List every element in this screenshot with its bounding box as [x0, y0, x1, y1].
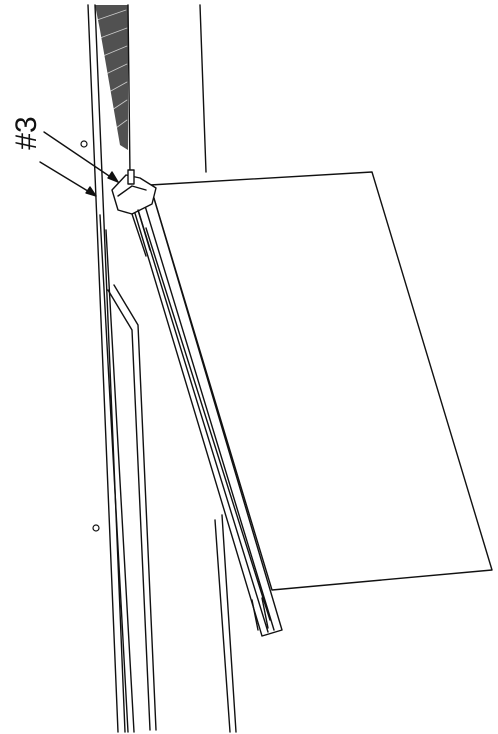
hinge-bracket: [111, 169, 157, 257]
callout-leaders: [39, 131, 119, 197]
flat-panel: [149, 171, 493, 591]
wall-frame: [87, 4, 237, 733]
callout-label: #3: [10, 116, 43, 150]
screw-holes: [80, 140, 100, 532]
hatched-region: [95, 5, 128, 150]
